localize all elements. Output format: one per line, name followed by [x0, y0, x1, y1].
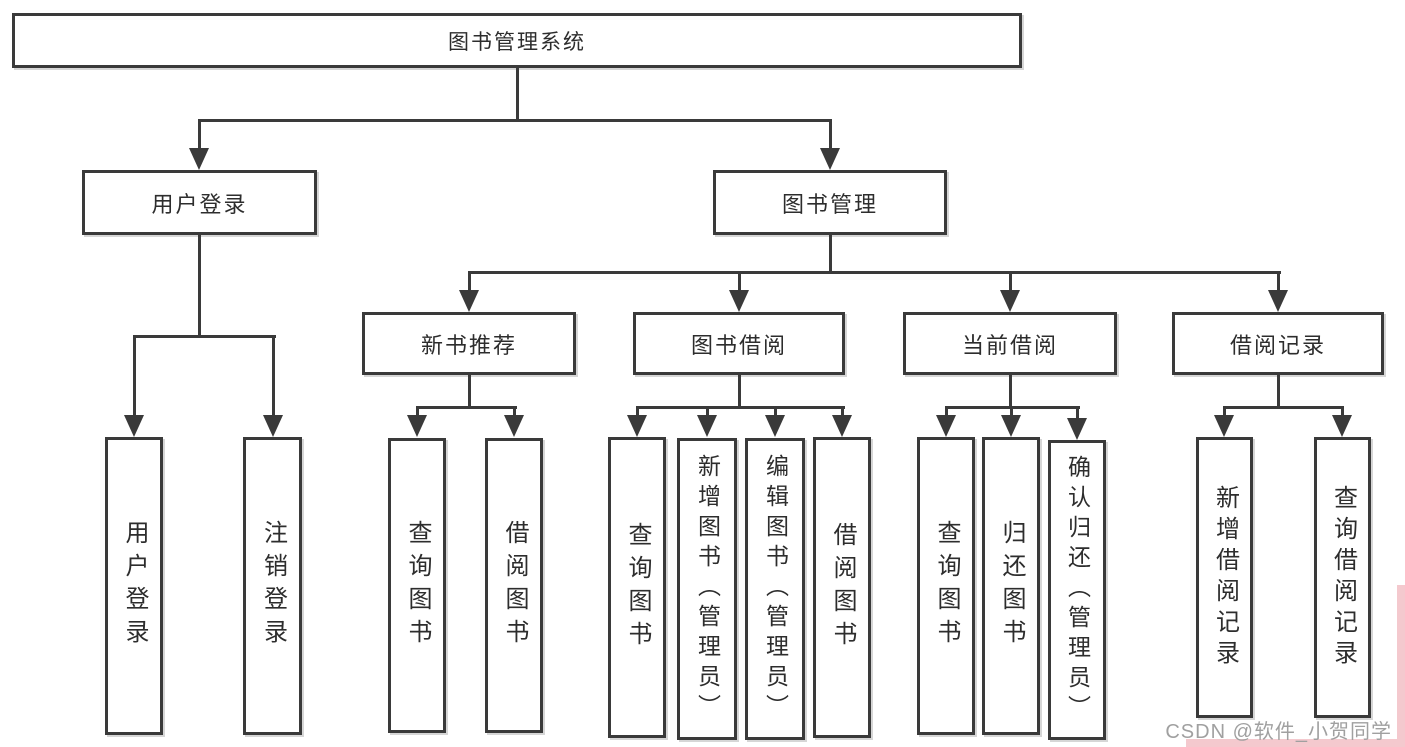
node-label: 查询借阅记录 [1329, 484, 1357, 671]
connector-line [1222, 405, 1344, 409]
node-bb-query-books: 查询图书 [608, 437, 666, 738]
node-cb-confirm-return-admin: 确认归还（管理员） [1048, 440, 1106, 740]
arrow-down-icon [1067, 418, 1087, 440]
connector-line [840, 405, 844, 417]
node-bb-add-books-admin: 新增图书（管理员） [677, 438, 737, 740]
connector-line [635, 405, 639, 417]
arrow-down-icon [820, 148, 840, 170]
arrow-down-icon [1000, 290, 1020, 312]
node-label: 借阅记录 [1229, 332, 1326, 358]
node-label: 确认归还（管理员） [1064, 455, 1091, 725]
connector-line [415, 405, 517, 409]
node-label: 图书管理 [781, 191, 878, 217]
node-label: 借阅图书 [829, 521, 856, 654]
node-label: 新增借阅记录 [1211, 484, 1239, 671]
connector-line [828, 234, 832, 273]
connector-line [1008, 270, 1012, 292]
connector-line [1009, 405, 1013, 417]
node-label: 图书管理系统 [448, 30, 586, 54]
arrow-down-icon [627, 415, 647, 437]
connector-line [635, 405, 845, 409]
node-logout: 注销登录 [243, 437, 302, 735]
node-label: 注销登录 [259, 520, 287, 652]
arrow-down-icon [1214, 415, 1234, 437]
node-label: 当前借阅 [961, 332, 1058, 358]
node-label: 用户登录 [121, 520, 148, 652]
node-new-book-recommend: 新书推荐 [362, 312, 576, 375]
node-user-login-module: 用户登录 [82, 170, 317, 235]
arrow-down-icon [729, 290, 749, 312]
connector-line [467, 270, 471, 292]
node-br-add-borrow-record: 新增借阅记录 [1196, 437, 1253, 718]
arrow-down-icon [459, 290, 479, 312]
connector-line [415, 405, 419, 417]
connector-line [773, 405, 777, 417]
node-label: 新书推荐 [420, 332, 517, 358]
node-label: 图书借阅 [690, 332, 787, 358]
arrow-down-icon [189, 148, 209, 170]
connector-line [467, 270, 1281, 274]
node-book-management-module: 图书管理 [713, 170, 947, 235]
arrow-down-icon [1001, 415, 1021, 437]
connector-line [1276, 374, 1280, 408]
connector-line [737, 374, 741, 408]
connector-line [132, 334, 136, 417]
node-book-borrowing: 图书借阅 [633, 312, 845, 375]
connector-line [1222, 405, 1226, 417]
arrow-down-icon [936, 415, 956, 437]
node-cb-query-books: 查询图书 [917, 437, 975, 735]
connector-line [737, 270, 741, 292]
arrow-down-icon [697, 415, 717, 437]
arrow-down-icon [832, 415, 852, 437]
node-library-management-system: 图书管理系统 [12, 13, 1022, 68]
connector-line [197, 118, 832, 122]
watermark-pink-strip-right [1397, 585, 1405, 747]
arrow-down-icon [263, 415, 283, 437]
node-borrow-records: 借阅记录 [1172, 312, 1384, 375]
node-label: 归还图书 [998, 520, 1025, 652]
arrow-down-icon [407, 415, 427, 437]
connector-line [944, 405, 948, 417]
connector-line [828, 118, 832, 150]
arrow-down-icon [1268, 290, 1288, 312]
arrow-down-icon [124, 415, 144, 437]
node-label: 用户登录 [151, 191, 248, 217]
connector-line [1075, 405, 1079, 419]
node-rec-query-books: 查询图书 [388, 438, 446, 733]
node-bb-borrow-books: 借阅图书 [813, 437, 871, 738]
connector-line [132, 334, 276, 338]
csdn-watermark: CSDN @软件_小贺同学 [1165, 721, 1392, 743]
watermark-pink-strip-bottom [1186, 739, 1405, 747]
node-rec-borrow-books: 借阅图书 [485, 438, 543, 733]
connector-line [512, 405, 516, 417]
node-label: 查询图书 [933, 520, 960, 652]
node-cb-return-books: 归还图书 [982, 437, 1040, 735]
connector-line [197, 234, 201, 336]
connector-line [271, 334, 275, 417]
arrow-down-icon [504, 415, 524, 437]
connector-line [467, 374, 471, 408]
arrow-down-icon [1332, 415, 1352, 437]
connector-line [705, 405, 709, 417]
node-br-query-borrow-record: 查询借阅记录 [1314, 437, 1371, 718]
connector-line [1008, 374, 1012, 408]
node-label: 查询图书 [404, 519, 431, 652]
node-user-login: 用户登录 [105, 437, 163, 735]
node-label: 编辑图书（管理员） [762, 454, 789, 724]
node-bb-edit-books-admin: 编辑图书（管理员） [745, 438, 805, 740]
node-label: 借阅图书 [501, 519, 528, 652]
connector-line [197, 118, 201, 150]
connector-line [1340, 405, 1344, 417]
connector-line [1276, 270, 1280, 292]
node-label: 新增图书（管理员） [694, 454, 721, 724]
node-current-borrowing: 当前借阅 [903, 312, 1117, 375]
arrow-down-icon [765, 415, 785, 437]
connector-line [515, 66, 519, 120]
node-label: 查询图书 [624, 521, 651, 654]
